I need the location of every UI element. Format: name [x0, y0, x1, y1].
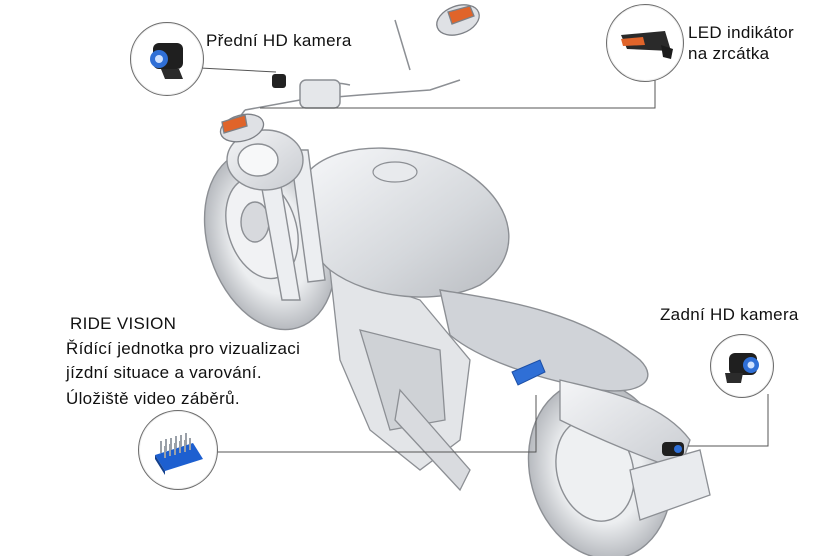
rear-camera-icon — [725, 353, 759, 383]
ride-vision-line2: jízdní situace a varování. — [66, 363, 262, 382]
mounted-rear-camera — [662, 442, 684, 456]
led-indicator-label-line1: LED indikátor — [688, 23, 794, 42]
front-camera-callout — [130, 22, 204, 96]
ride-vision-title: RIDE VISION — [70, 314, 177, 333]
leader-lines — [199, 67, 769, 453]
mounted-control-unit — [511, 359, 546, 386]
control-unit-icon — [155, 433, 203, 475]
led-indicator-icon — [621, 31, 673, 59]
front-camera-label: Přední HD kamera — [206, 31, 352, 50]
license-plate — [629, 449, 711, 521]
led-indicator-label-line2: na zrcátka — [688, 44, 770, 63]
front-fork — [226, 129, 326, 301]
rear-camera-label: Zadní HD kamera — [660, 305, 799, 324]
ride-vision-line3: Úložiště video záběrů. — [66, 389, 240, 408]
control-unit-callout — [138, 410, 218, 490]
mirrors — [219, 4, 480, 143]
rear-camera-callout — [710, 334, 774, 398]
front-camera-icon — [150, 43, 183, 79]
mounted-front-camera — [272, 74, 286, 88]
ride-vision-line1: Řídící jednotka pro vizualizaci — [66, 339, 301, 358]
seat — [439, 289, 649, 392]
led-indicator-callout — [606, 4, 684, 82]
engine-frame — [329, 269, 471, 492]
